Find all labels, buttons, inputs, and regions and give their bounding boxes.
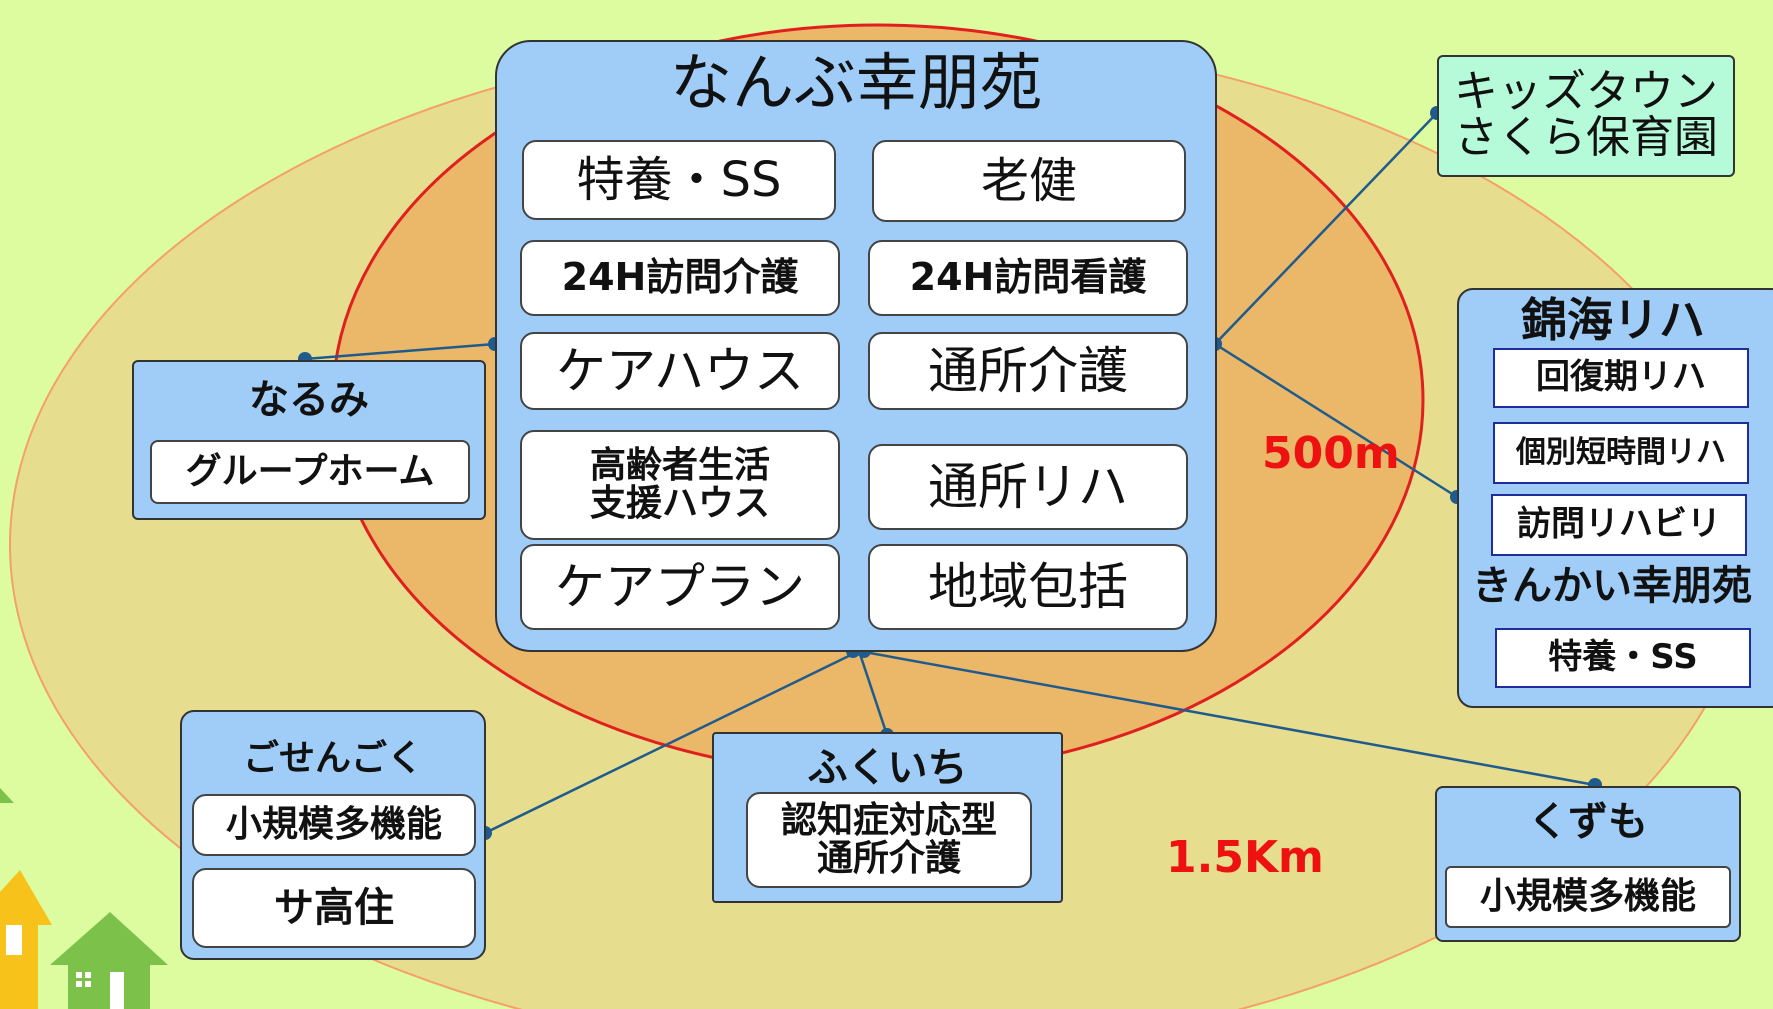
service-care-house: ケアハウス <box>520 332 840 410</box>
radius-label-500m: 500m <box>1262 428 1400 479</box>
facility-kinkai-reha: 錦海リハ 回復期リハ 個別短時間リハ 訪問リハビリ きんかい幸朋苑 特養・SS <box>1457 288 1773 708</box>
service-group-home: グループホーム <box>150 440 470 504</box>
service-short-rehab: 個別短時間リハ <box>1493 422 1749 484</box>
facility-narumi: なるみ グループホーム <box>132 360 486 520</box>
kids-line-1: キッズタウン <box>1454 66 1718 117</box>
hub-title: なんぶ幸朋苑 <box>669 46 1042 119</box>
service-senior-support-house: 高齢者生活支援ハウス <box>520 430 840 540</box>
service-dementia-day-care: 認知症対応型通所介護 <box>746 792 1032 888</box>
facility-kuzumo: くずも 小規模多機能 <box>1435 786 1741 942</box>
service-tokuyo-ss: 特養・SS <box>522 140 836 220</box>
service-service-housing: サ高住 <box>192 868 476 948</box>
service-day-care: 通所介護 <box>868 332 1188 410</box>
facility-fukuichi: ふくいち 認知症対応型通所介護 <box>712 732 1063 903</box>
kinkai-subtitle: きんかい幸朋苑 <box>1472 563 1752 609</box>
hub-nanbu-kohoen: なんぶ幸朋苑 特養・SS 老健 24H訪問介護 24H訪問看護 ケアハウス 通所… <box>495 40 1217 652</box>
service-24h-home-nursing: 24H訪問看護 <box>868 240 1188 316</box>
service-care-plan: ケアプラン <box>520 544 840 630</box>
service-recovery-rehab: 回復期リハ <box>1493 348 1749 408</box>
kinkai-title: 錦海リハ <box>1521 293 1705 347</box>
kids-line-2: さくら保育園 <box>1454 112 1718 163</box>
house-icon-yellow <box>0 870 52 1009</box>
service-kinkai-tokuyo-ss: 特養・SS <box>1495 628 1751 688</box>
service-kuzumo-small-multifunction: 小規模多機能 <box>1445 866 1731 928</box>
house-icon-green <box>50 912 168 1009</box>
service-day-rehab: 通所リハ <box>868 444 1188 530</box>
service-small-multifunction: 小規模多機能 <box>192 794 476 856</box>
fukuichi-title: ふくいち <box>807 745 968 791</box>
radius-label-1-5km: 1.5Km <box>1166 832 1324 883</box>
facility-gosengoku: ごせんごく 小規模多機能 サ高住 <box>180 710 486 960</box>
service-24h-home-care: 24H訪問介護 <box>520 240 840 316</box>
service-community-support: 地域包括 <box>868 544 1188 630</box>
service-home-rehab: 訪問リハビリ <box>1491 494 1747 556</box>
gosengoku-title: ごせんごく <box>242 738 423 779</box>
service-roken: 老健 <box>872 140 1186 222</box>
house-roof-edge <box>0 788 14 803</box>
connector-lines <box>304 112 1596 835</box>
kuzumo-title: くずも <box>1528 799 1648 845</box>
narumi-title: なるみ <box>249 377 369 423</box>
kids-town-sakura-nursery: キッズタウン さくら保育園 <box>1437 55 1735 177</box>
